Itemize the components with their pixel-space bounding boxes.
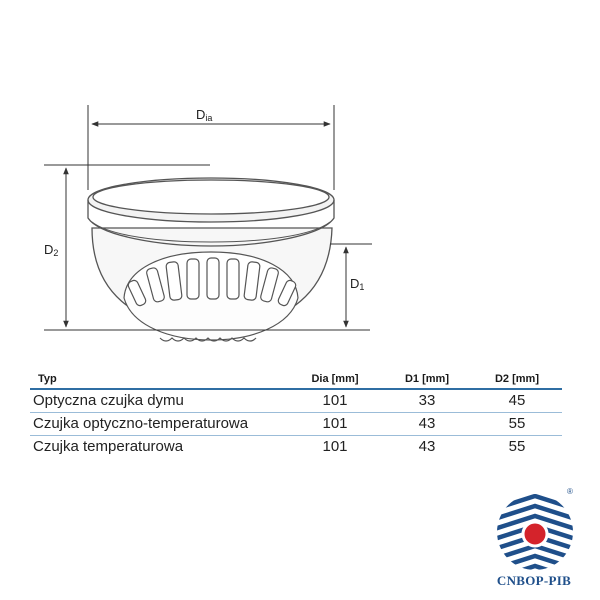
- cell-d1: 43: [382, 412, 472, 436]
- logo-text: CNBOP-PIB: [496, 573, 572, 588]
- header-typ: Typ: [38, 373, 57, 385]
- dimension-lines: [44, 105, 372, 331]
- table-header-row: Typ Dia [mm] D1 [mm] D2 [mm]: [30, 370, 562, 389]
- cell-dia: 101: [288, 389, 382, 413]
- dimensions-table: Typ Dia [mm] D1 [mm] D2 [mm] Optyczna cz…: [30, 370, 562, 458]
- d1-label: D1: [350, 276, 364, 292]
- cell-dia: 101: [288, 412, 382, 436]
- cnbop-logo-icon: [497, 494, 573, 570]
- logo-registered-mark: ®: [567, 487, 573, 496]
- cell-typ: Czujka optyczno-temperaturowa: [30, 412, 288, 436]
- header-dia: Dia [mm]: [311, 373, 359, 385]
- cell-typ: Optyczna czujka dymu: [30, 389, 288, 413]
- header-d2: D2 [mm]: [494, 373, 539, 385]
- cell-typ: Czujka temperaturowa: [33, 438, 184, 455]
- header-d1: D1 [mm]: [404, 373, 449, 385]
- dia-label: Dia: [196, 107, 212, 123]
- table-row: Czujka optyczno-temperaturowa 101 43 55: [30, 412, 562, 436]
- d2-label: D2: [44, 242, 58, 258]
- detector-drawing: Dia D2 D1: [44, 105, 372, 342]
- table-row: Optyczna czujka dymu 101 33 45: [30, 389, 562, 413]
- cell-d2: 55: [472, 412, 562, 436]
- cell-dia: 101: [322, 438, 348, 455]
- logo-red-dot: [521, 520, 549, 548]
- cell-d2: 45: [472, 389, 562, 413]
- cell-d1: 43: [418, 438, 436, 455]
- table-row: Czujka temperaturowa 101 43 55: [30, 436, 562, 459]
- cell-d2: 55: [508, 438, 526, 455]
- smoke-chamber: [123, 251, 299, 342]
- cell-d1: 33: [382, 389, 472, 413]
